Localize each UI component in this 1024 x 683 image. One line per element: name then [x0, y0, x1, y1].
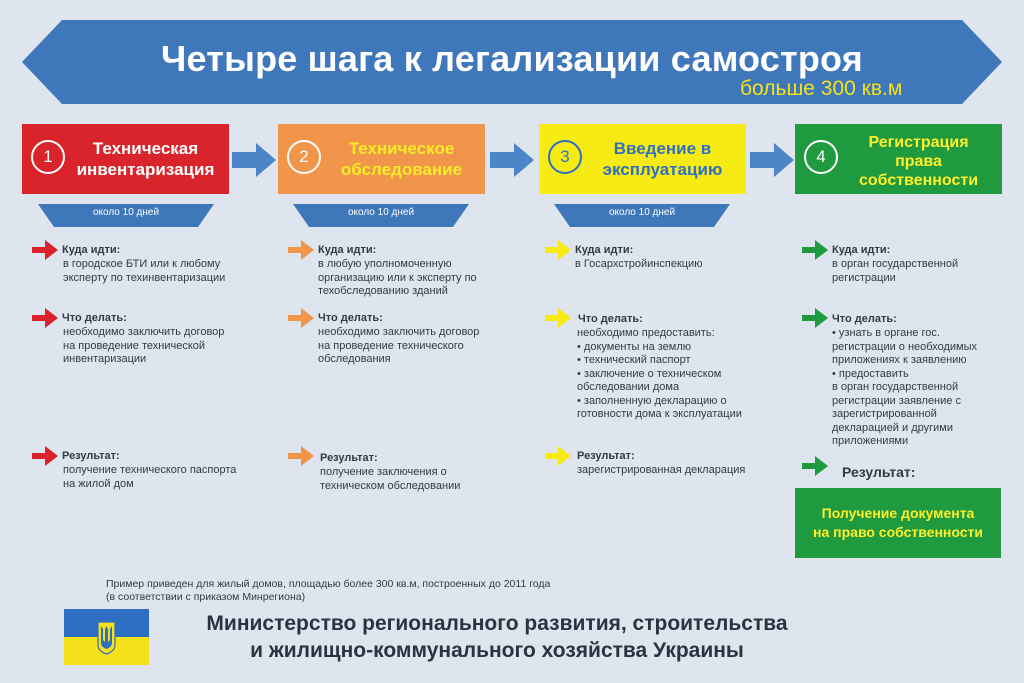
footnote: Пример приведен для жилый домов, площадь…: [106, 578, 551, 603]
step-3-box: 3 Введение в эксплуатацию: [539, 124, 746, 194]
step-4-where-arrow-icon: [802, 240, 828, 260]
page-subtitle: больше 300 кв.м: [740, 77, 903, 100]
step-1-todo-heading: Что делать:: [62, 312, 127, 324]
ukraine-flag-trident-icon: [64, 609, 149, 665]
step-4-box: 4 Регистрация права собственности: [795, 124, 1002, 194]
step-4-result-box: Получение документа на право собственнос…: [795, 488, 1001, 558]
step-4-title: Регистрация права собственности: [858, 133, 979, 189]
step-2-where-arrow-icon: [288, 240, 314, 260]
step-3-duration-shape: [554, 204, 730, 227]
step-4-result-text: Получение документа на право собственнос…: [813, 505, 983, 540]
step-1-where-text: в городское БТИ или к любому эксперту по…: [63, 258, 226, 284]
step-2-todo-text: необходимо заключить договор на проведен…: [318, 326, 480, 365]
step-4-todo-text: • узнать в органе гос. регистрации о нео…: [832, 327, 978, 447]
step-3-where-heading: Куда идти:: [575, 244, 634, 256]
step-1-box: 1 Техническая инвентаризация: [22, 124, 229, 194]
step-4-number: 4: [804, 140, 838, 174]
step-3-result-arrow-icon: [545, 446, 571, 466]
step-1-title: Техническая инвентаризация: [76, 139, 215, 179]
step-3-where-text: в Госархстройинспекцию: [575, 258, 703, 270]
step-4-result-arrow-icon: [802, 456, 828, 476]
step-2-title: Техническое обследование: [340, 139, 463, 179]
step-2-number: 2: [287, 140, 321, 174]
step-3-todo-heading: Что делать:: [578, 313, 643, 325]
title-banner: [22, 20, 1002, 104]
step-4-result-heading: Результат:: [842, 464, 916, 480]
step-2-result-arrow-icon: [288, 446, 314, 466]
step-4-todo-arrow-icon: [802, 308, 828, 328]
step-2-todo-heading: Что делать:: [318, 312, 383, 324]
step-1-todo-text: необходимо заключить договор на проведен…: [63, 326, 225, 365]
step-3-number: 3: [548, 140, 582, 174]
ministry-name: Министерство регионального развития, стр…: [206, 612, 788, 662]
step-3-todo-arrow-icon: [545, 308, 571, 328]
step-3-result-heading: Результат:: [577, 450, 635, 462]
step-2-todo-arrow-icon: [288, 308, 314, 328]
step-1-duration: около 10 дней: [92, 207, 160, 218]
step-1-todo-arrow-icon: [32, 308, 58, 328]
step-2-duration: около 10 дней: [347, 207, 415, 218]
step-3-duration: около 10 дней: [608, 207, 676, 218]
connector-arrow-1-2: [232, 143, 276, 177]
step-4-where-text: в орган государственной регистрации: [832, 258, 959, 284]
step-1-duration-shape: [38, 204, 214, 227]
step-3-todo-text: необходимо предоставить: • документы на …: [577, 327, 742, 420]
step-3-result-text: зарегистрированная декларация: [577, 464, 746, 476]
step-2-duration-shape: [293, 204, 469, 227]
step-2-where-heading: Куда идти:: [318, 244, 377, 256]
step-3-title: Введение в эксплуатацию: [602, 139, 723, 179]
step-2-result-heading: Результат:: [320, 452, 378, 464]
step-4-todo-heading: Что делать:: [832, 313, 897, 325]
step-2-where-text: в любую уполномоченную организацию или к…: [318, 258, 477, 297]
step-4-where-heading: Куда идти:: [832, 244, 891, 256]
step-1-number: 1: [31, 140, 65, 174]
connector-arrow-3-4: [750, 143, 794, 177]
step-1-where-heading: Куда идти:: [62, 244, 121, 256]
step-1-result-heading: Результат:: [62, 450, 120, 462]
step-3-where-arrow-icon: [545, 240, 571, 260]
step-1-result-arrow-icon: [32, 446, 58, 466]
step-1-where-arrow-icon: [32, 240, 58, 260]
connector-arrow-2-3: [490, 143, 534, 177]
step-1-result-text: получение технического паспорта на жилой…: [63, 464, 237, 490]
step-2-box: 2 Техническое обследование: [278, 124, 485, 194]
step-2-result-text: получение заключения о техническом обсле…: [320, 466, 461, 492]
page-title: Четыре шага к легализации самостроя: [161, 38, 863, 79]
